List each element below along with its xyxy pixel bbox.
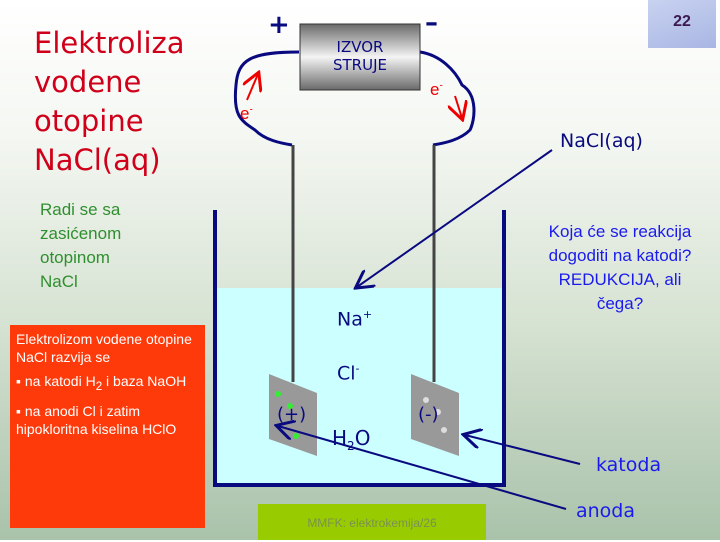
question-line: dogoditi na katodi? bbox=[548, 246, 692, 265]
source-line: IZVOR bbox=[336, 38, 384, 56]
slide-title: Elektroliza vodene otopine NaCl(aq) bbox=[34, 24, 214, 180]
source-line: STRUJE bbox=[333, 56, 387, 74]
electron-arrow-down-icon bbox=[455, 95, 462, 118]
question-text: Koja će se reakcija dogoditi na katodi? … bbox=[520, 220, 720, 316]
title-line: vodene bbox=[34, 65, 142, 99]
electron-arrow-up-icon bbox=[247, 74, 258, 101]
gas-bubble bbox=[423, 397, 429, 403]
electron-right: e- bbox=[430, 80, 443, 99]
note-line: Radi se sa bbox=[40, 200, 121, 219]
gas-bubble bbox=[435, 409, 441, 415]
chloride-ion: Cl- bbox=[337, 362, 360, 385]
summary-intro: Elektrolizom vodene otopine NaCl razvija… bbox=[16, 331, 192, 365]
note-line: NaCl bbox=[40, 272, 78, 291]
footer: MMFK: elektrokemija/26 bbox=[258, 504, 486, 540]
title-line: NaCl(aq) bbox=[34, 143, 161, 177]
water-molecule: H2O bbox=[332, 426, 371, 453]
question-line: čega? bbox=[596, 294, 644, 313]
electron-left: e- bbox=[240, 104, 253, 123]
cathode-label: katoda bbox=[596, 454, 662, 476]
power-source-label: IZVOR STRUJE bbox=[300, 38, 420, 74]
question-line: Koja će se reakcija bbox=[548, 222, 692, 241]
summary-box: Elektrolizom vodene otopine NaCl razvija… bbox=[10, 325, 205, 528]
summary-bullet-cathode: ▪ na katodi H2 i baza NaOH bbox=[16, 372, 199, 396]
tank bbox=[213, 210, 506, 487]
saturated-note: Radi se sa zasićenom otopinom NaCl bbox=[40, 198, 160, 294]
gas-bubble bbox=[441, 427, 447, 433]
note-line: otopinom bbox=[40, 248, 110, 267]
anode-pointer bbox=[278, 426, 567, 510]
solution-pointer bbox=[357, 149, 553, 287]
bullet-text: na anodi Cl i zatim hipokloritna kiselin… bbox=[16, 402, 177, 437]
wire-left bbox=[233, 50, 300, 147]
power-source bbox=[299, 23, 421, 91]
wire-right bbox=[419, 50, 476, 147]
slide-number: 22 bbox=[648, 0, 716, 48]
summary-bullet-anode: ▪ na anodi Cl i zatim hipokloritna kisel… bbox=[16, 402, 199, 438]
anode-sign: (+) bbox=[277, 404, 307, 425]
subscript: 2 bbox=[95, 379, 103, 393]
title-line: otopine bbox=[34, 104, 144, 138]
positive-terminal: + bbox=[268, 10, 290, 40]
gas-bubble bbox=[293, 433, 299, 439]
solution-label: NaCl(aq) bbox=[560, 130, 643, 152]
sodium-ion: Na+ bbox=[337, 308, 373, 331]
bullet-icon: ▪ bbox=[16, 373, 21, 389]
cathode-plate bbox=[411, 374, 459, 456]
gas-bubble bbox=[275, 391, 281, 397]
bullet-text: i baza NaOH bbox=[102, 373, 187, 389]
anode-label: anoda bbox=[576, 500, 636, 522]
title-line: Elektroliza bbox=[34, 26, 185, 60]
question-line: REDUKCIJA, ali bbox=[558, 270, 682, 289]
bullet-text: na katodi H bbox=[24, 373, 96, 389]
note-line: zasićenom bbox=[40, 224, 122, 243]
bullet-icon: ▪ bbox=[16, 402, 21, 419]
cathode-pointer bbox=[465, 435, 581, 465]
negative-terminal: – bbox=[425, 8, 438, 38]
cathode-sign: (-) bbox=[418, 404, 439, 425]
gas-bubble bbox=[287, 403, 293, 409]
